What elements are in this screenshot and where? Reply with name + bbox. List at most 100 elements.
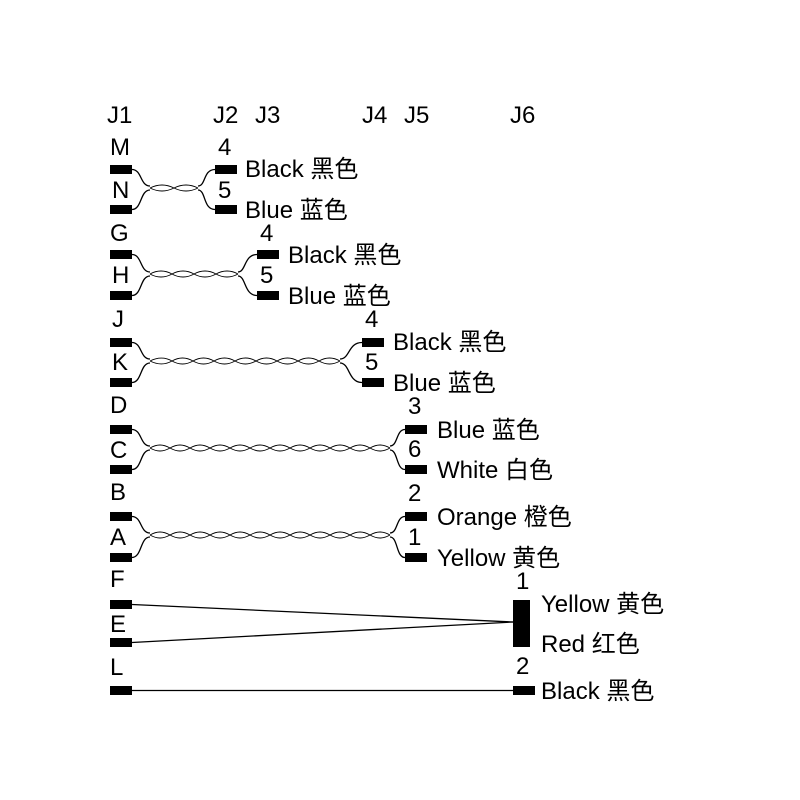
wire-1 xyxy=(389,536,406,559)
j1-terminal-m xyxy=(110,165,132,174)
pin-label-5: 5 xyxy=(218,177,231,204)
j1-terminal-g xyxy=(110,250,132,259)
wire-f xyxy=(131,603,514,623)
wire-label-blue: Blue 蓝色 xyxy=(437,417,540,444)
wire-label-blue: Blue 蓝色 xyxy=(288,283,391,310)
wire-5 xyxy=(197,189,216,211)
pin-label-2: 2 xyxy=(408,480,421,507)
wire-group-j5-a: D C 3 6 Blue 蓝色 White 白色 xyxy=(110,392,553,484)
wire-d xyxy=(131,428,151,447)
j1-terminal-j xyxy=(110,338,132,347)
j3-terminal-5 xyxy=(257,291,279,300)
j5-terminal-3 xyxy=(405,425,427,434)
wire-b xyxy=(131,515,151,534)
j1-terminal-f xyxy=(110,600,132,609)
wire-n xyxy=(131,189,151,211)
j1-terminal-c xyxy=(110,465,132,474)
j3-terminal-4 xyxy=(257,250,279,259)
pin-label-j: J xyxy=(112,306,124,333)
pin-label-c: C xyxy=(110,437,127,464)
wire-label-yellow: Yellow 黄色 xyxy=(541,591,664,618)
wire-group-j4: J K 4 5 Black 黑色 Blue 蓝色 xyxy=(110,306,506,397)
j1-terminal-b xyxy=(110,512,132,521)
wire-label-orange: Orange 橙色 xyxy=(437,504,572,531)
twisted-pair xyxy=(149,444,391,452)
pin-label-a: A xyxy=(110,524,126,551)
wire-2 xyxy=(389,515,406,534)
j5-terminal-2 xyxy=(405,512,427,521)
pin-label-k: K xyxy=(112,349,128,376)
wire-label-blue: Blue 蓝色 xyxy=(245,197,348,224)
header-j3: J3 xyxy=(255,102,280,129)
pin-label-4: 4 xyxy=(365,306,378,333)
pin-label-5: 5 xyxy=(365,349,378,376)
wire-5 xyxy=(339,362,363,384)
pin-label-3: 3 xyxy=(408,393,421,420)
pin-label-d: D xyxy=(110,392,127,419)
pin-label-1: 1 xyxy=(408,524,421,551)
twisted-pair xyxy=(149,357,341,365)
wire-label-black: Black 黑色 xyxy=(288,242,401,269)
j6-terminal-1 xyxy=(513,600,530,647)
pin-label-6: 6 xyxy=(408,436,421,463)
wire-group-j5-b: B A 2 1 Orange 橙色 Yellow 黄色 xyxy=(110,479,572,572)
wire-label-black: Black 黑色 xyxy=(541,678,654,705)
wire-group-j6: F E L 1 2 Yellow 黄色 Red 红色 Black 黑色 xyxy=(110,566,664,705)
pin-label-n: N xyxy=(112,177,129,204)
wire-label-blue: Blue 蓝色 xyxy=(393,370,496,397)
header-j2: J2 xyxy=(213,102,238,129)
wire-k xyxy=(131,362,151,384)
pin-label-e: E xyxy=(110,611,126,638)
wire-group-j3: G H 4 5 Black 黑色 Blue 蓝色 xyxy=(110,220,401,310)
j1-terminal-h xyxy=(110,291,132,300)
header-j6: J6 xyxy=(510,102,535,129)
pin-label-f: F xyxy=(110,566,125,593)
j1-terminal-k xyxy=(110,378,132,387)
pin-label-1: 1 xyxy=(516,568,529,595)
connector-headers: J1 J2 J3 J4 J5 J6 xyxy=(107,102,535,129)
wire-e xyxy=(131,621,514,644)
wire-j xyxy=(131,341,151,360)
wire-label-yellow: Yellow 黄色 xyxy=(437,545,560,572)
pin-label-m: M xyxy=(110,134,130,161)
twisted-pair xyxy=(149,270,239,278)
j1-terminal-n xyxy=(110,205,132,214)
j1-terminal-a xyxy=(110,553,132,562)
wire-3 xyxy=(389,428,406,447)
j5-terminal-6 xyxy=(405,465,427,474)
wire-label-white: White 白色 xyxy=(437,457,553,484)
j4-terminal-4 xyxy=(362,338,384,347)
pin-label-5: 5 xyxy=(260,262,273,289)
pin-label-2: 2 xyxy=(516,653,529,680)
wire-g xyxy=(131,253,151,273)
wire-c xyxy=(131,449,151,471)
wire-6 xyxy=(389,449,406,471)
j4-terminal-5 xyxy=(362,378,384,387)
pin-label-h: H xyxy=(112,262,129,289)
wire-4 xyxy=(339,341,363,360)
header-j4: J4 xyxy=(362,102,387,129)
twisted-pair xyxy=(149,184,199,192)
wire-label-red: Red 红色 xyxy=(541,631,640,658)
wire-group-j2: M N 4 5 Black 黑色 Blue 蓝色 xyxy=(110,134,358,224)
wire-label-black: Black 黑色 xyxy=(245,156,358,183)
j1-terminal-e xyxy=(110,638,132,647)
pin-label-l: L xyxy=(110,654,123,681)
wire-4 xyxy=(197,168,216,187)
j2-terminal-5 xyxy=(215,205,237,214)
pin-label-4: 4 xyxy=(260,220,273,247)
wire-label-black: Black 黑色 xyxy=(393,329,506,356)
wire-5 xyxy=(237,275,258,297)
pin-label-4: 4 xyxy=(218,134,231,161)
wire-a xyxy=(131,536,151,559)
wire-h xyxy=(131,275,151,297)
j5-terminal-1 xyxy=(405,553,427,562)
pin-label-b: B xyxy=(110,479,126,506)
twisted-pair xyxy=(149,357,341,365)
j1-terminal-d xyxy=(110,425,132,434)
pin-label-g: G xyxy=(110,220,129,247)
header-j1: J1 xyxy=(107,102,132,129)
j6-terminal-2 xyxy=(513,686,535,695)
j1-terminal-l xyxy=(110,686,132,695)
